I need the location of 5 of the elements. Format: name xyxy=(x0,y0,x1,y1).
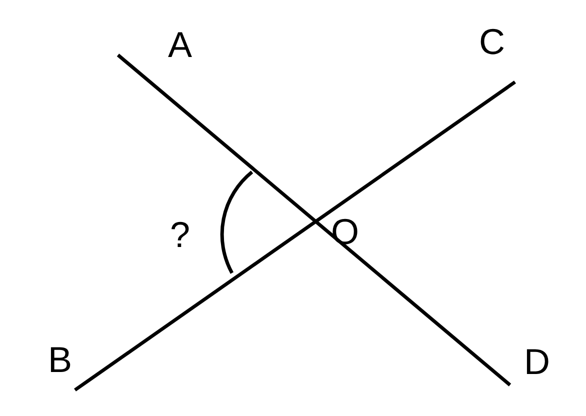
angle-label: ? xyxy=(170,217,190,253)
point-label: B xyxy=(48,342,72,378)
point-label: D xyxy=(524,344,550,380)
point-label: C xyxy=(479,24,505,60)
point-label: A xyxy=(168,27,192,63)
